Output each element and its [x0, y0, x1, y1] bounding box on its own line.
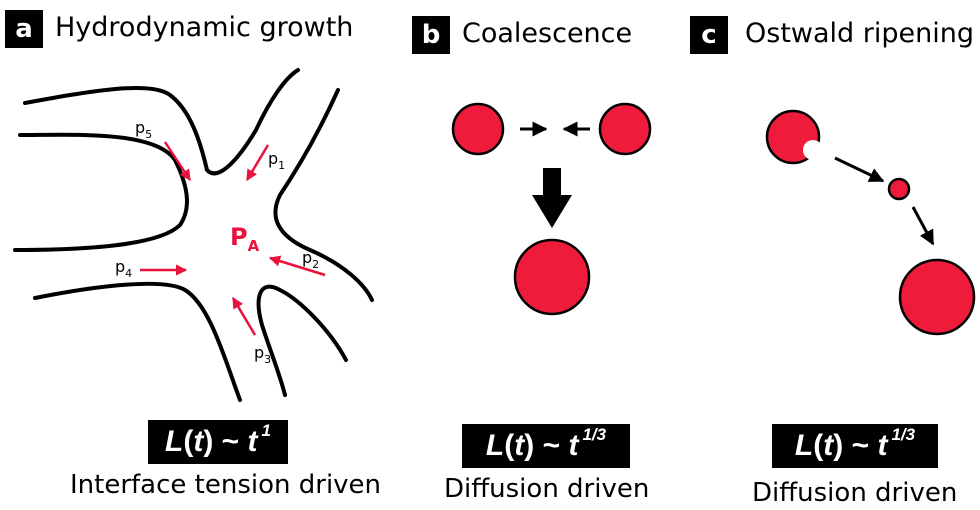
- law-c-exponent: 1/3: [891, 425, 916, 444]
- pressure-label-p5: p5: [135, 118, 152, 141]
- law-c-arg: t: [823, 429, 834, 462]
- panel-c-title: Ostwald ripening: [745, 18, 974, 49]
- interface-curve-top: [23, 68, 300, 176]
- panel-c-label: c: [690, 16, 728, 54]
- interface-curve-right: [273, 88, 374, 302]
- pressure-label-p1: p1: [268, 149, 285, 172]
- law-b-tilde: ~: [542, 429, 561, 462]
- droplet-dissolving-spot: [803, 140, 823, 160]
- law-a-base: t: [247, 425, 258, 458]
- pressure-arrow-p5: [163, 141, 192, 181]
- diffusion-arrow-2: [911, 206, 935, 246]
- law-a-exponent: 1: [261, 421, 271, 440]
- pressure-label-center: PA: [230, 223, 260, 255]
- law-a-tilde: ~: [221, 425, 240, 458]
- pressure-arrow-p3: [231, 297, 257, 336]
- pressure-arrow-p1: [245, 144, 270, 181]
- law-c-base: t: [877, 429, 888, 462]
- pressure-label-p4: p4: [115, 257, 132, 280]
- panel-a-title: Hydrodynamic growth: [55, 12, 354, 43]
- panel-b-title: Coalescence: [462, 18, 633, 49]
- coalescence-down-arrow: [532, 168, 572, 228]
- pressure-label-p3: p3: [254, 343, 271, 366]
- droplet-merged: [513, 238, 591, 316]
- droplet-small: [887, 177, 911, 201]
- pressure-label-p2: p2: [302, 248, 319, 271]
- law-b-base: t: [568, 429, 579, 462]
- law-b-arg: t: [514, 429, 525, 462]
- panel-a-label: a: [5, 10, 43, 48]
- interface-curve-bottom-left: [33, 281, 242, 402]
- law-b-exponent: 1/3: [582, 425, 607, 444]
- interface-curve-left: [13, 132, 189, 252]
- law-c-tilde: ~: [851, 429, 870, 462]
- droplet-left: [451, 102, 505, 156]
- law-a-arg: t: [193, 425, 204, 458]
- law-b-prefix: L: [485, 429, 505, 462]
- coalescence-diagram: [451, 102, 652, 316]
- diffusion-arrow-1: [834, 156, 885, 183]
- pressure-arrow-p2: [268, 255, 326, 277]
- caption-b: Diffusion driven: [444, 474, 650, 504]
- droplet-right: [598, 102, 652, 156]
- interface-boundary: [13, 68, 374, 402]
- caption-a: Interface tension driven: [70, 470, 382, 500]
- interface-curve-bottom-right: [256, 284, 348, 397]
- law-c-prefix: L: [794, 429, 814, 462]
- panel-b-label: b: [412, 16, 450, 54]
- pressure-arrows: [140, 141, 326, 336]
- law-a-prefix: L: [165, 425, 184, 458]
- droplet-large: [898, 258, 976, 336]
- ostwald-diagram: [765, 109, 976, 336]
- caption-c: Diffusion driven: [752, 478, 958, 508]
